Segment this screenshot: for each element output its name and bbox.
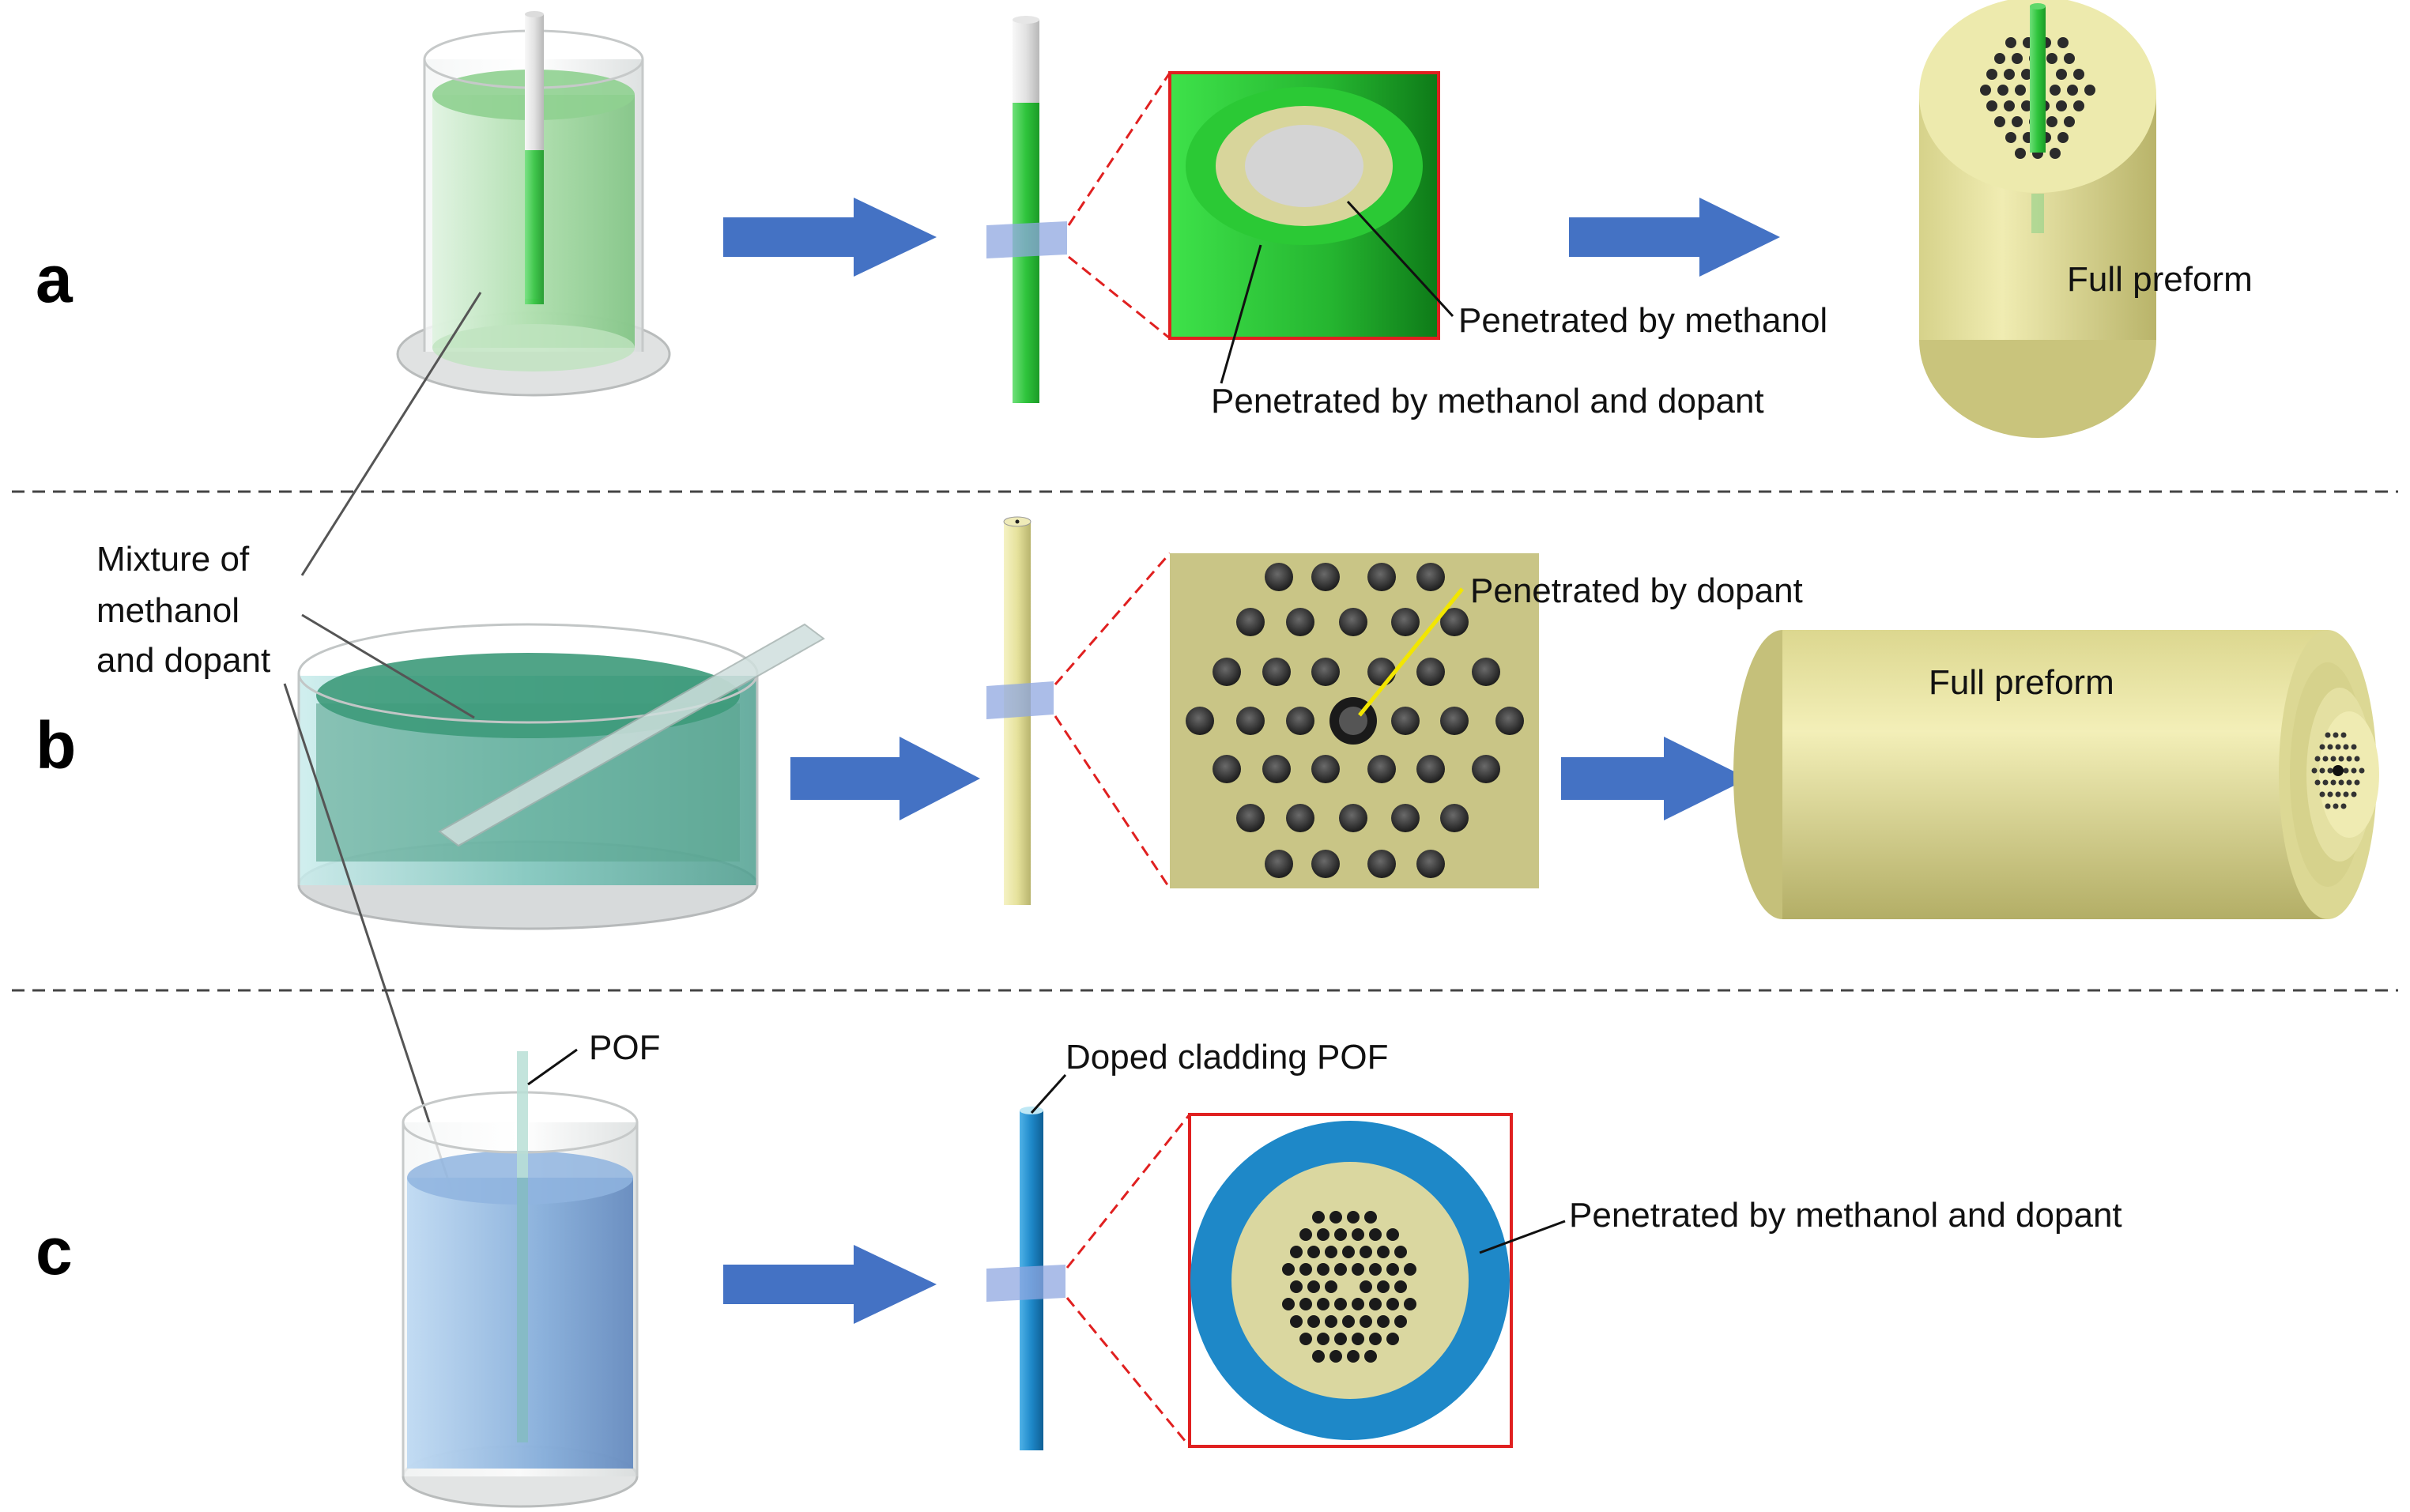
arrow-c1	[723, 1245, 937, 1324]
pointer-mixture-to-c	[283, 683, 454, 1193]
zoom-line-c-top	[1065, 1114, 1191, 1269]
pointer-mixture-to-b	[301, 613, 475, 719]
panel-letter-c: c	[36, 1214, 73, 1288]
fiber-rod-b	[986, 516, 1054, 905]
preform-a	[1919, 0, 2156, 438]
mixture-label: Mixture of methanol and dopant	[96, 540, 270, 680]
pointer-c-doped-cladding	[1030, 1073, 1067, 1114]
rod-in-beaker-a	[525, 11, 544, 304]
pointer-mixture-to-a	[300, 292, 482, 576]
dish-teal	[297, 623, 759, 930]
zoom-line-a-bottom	[1068, 255, 1171, 340]
zoom-line-b-top	[1054, 552, 1171, 685]
label-c-pof: POF	[589, 1028, 660, 1067]
pointer-c-methanol-dopant	[1479, 1220, 1566, 1254]
pointer-c-pof	[527, 1048, 578, 1086]
label-a-methanol-dopant: Penetrated by methanol and dopant	[1211, 382, 1764, 420]
mixture-label-line-2: methanol	[96, 591, 239, 630]
pointer-b-dopant	[1358, 587, 1464, 717]
mixture-label-line-3: and dopant	[96, 641, 270, 680]
arrow-b2	[1561, 737, 1748, 820]
label-b-dopant: Penetrated by dopant	[1470, 571, 1803, 610]
arrow-a1	[723, 198, 937, 277]
label-a-methanol: Penetrated by methanol	[1458, 301, 1827, 340]
label-c-doped-cladding: Doped cladding POF	[1065, 1038, 1388, 1076]
fiber-rod-a	[986, 16, 1067, 403]
panel-b: b Mixture of methanol and dopant	[36, 292, 2379, 1193]
panel-c: c POF Doped cladding POF	[36, 1028, 2122, 1508]
cross-section-b	[1170, 553, 1539, 888]
panel-letter-a: a	[36, 242, 74, 316]
fiber-rod-c	[986, 1107, 1065, 1450]
zoom-line-c-bottom	[1065, 1297, 1191, 1447]
label-c-methanol-dopant: Penetrated by methanol and dopant	[1569, 1196, 2122, 1235]
pointer-a-methanol	[1346, 200, 1454, 318]
panel-a: a	[36, 0, 2253, 438]
zoom-line-a-top	[1067, 72, 1171, 226]
pof-in-cylinder	[517, 1051, 528, 1442]
label-a-full-preform: Full preform	[2067, 260, 2253, 299]
label-b-full-preform: Full preform	[1929, 663, 2114, 702]
pointer-a-methanol-dopant	[1220, 244, 1262, 384]
preform-b	[1733, 630, 2379, 919]
rod-in-dish-b	[438, 623, 825, 847]
cross-section-a	[1168, 71, 1440, 340]
arrow-b1	[790, 737, 980, 820]
cross-section-c	[1188, 1113, 1513, 1448]
zoom-line-b-bottom	[1054, 715, 1171, 889]
arrow-a2	[1569, 198, 1780, 277]
panel-letter-b: b	[36, 708, 76, 782]
mixture-label-line-1: Mixture of	[96, 540, 250, 579]
